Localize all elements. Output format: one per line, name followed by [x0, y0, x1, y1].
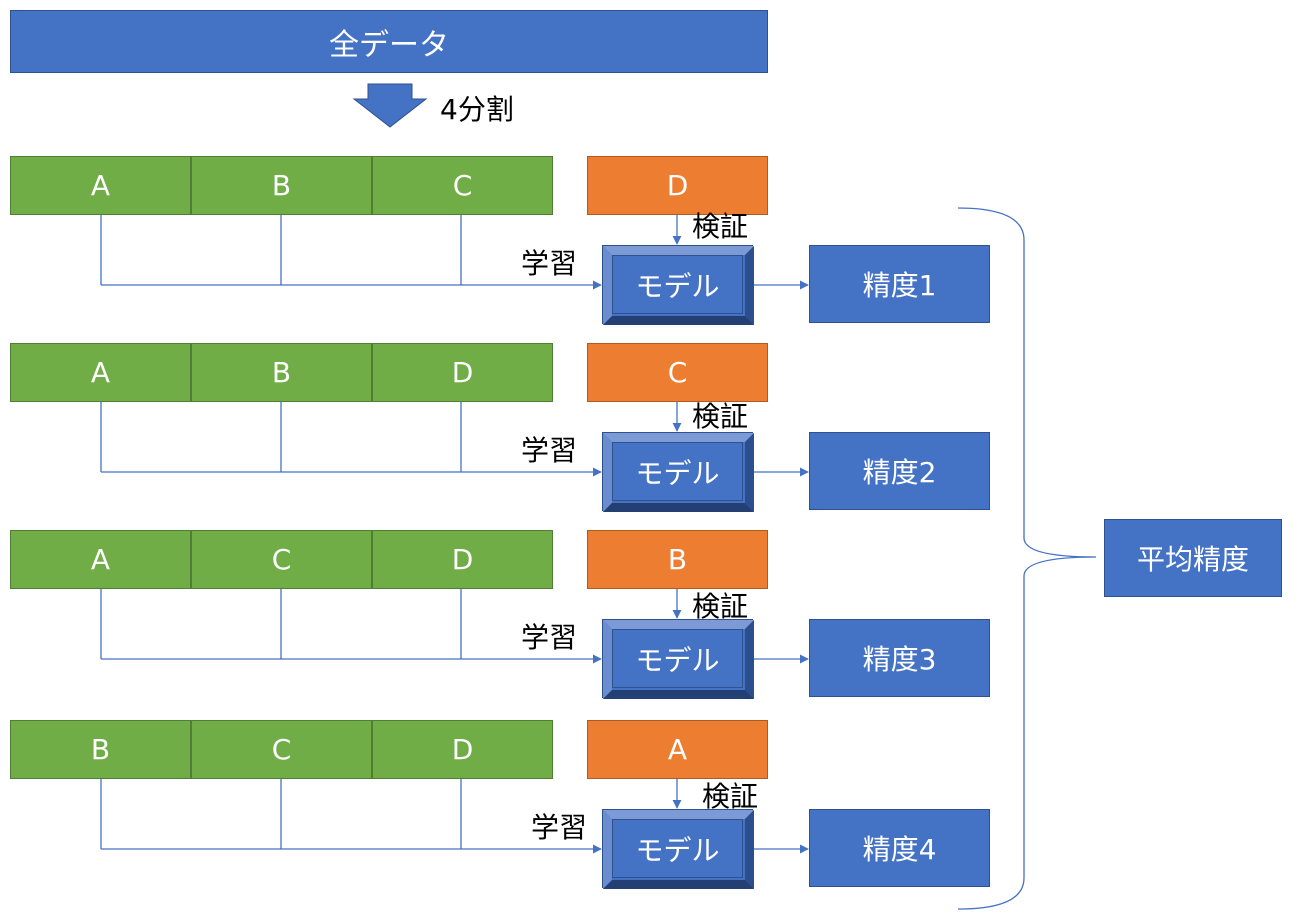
- model-box: モデル: [602, 809, 754, 889]
- right-brace: [957, 207, 1097, 910]
- bevel-frame: [603, 620, 754, 699]
- model-label: モデル: [612, 819, 743, 878]
- train-label: 学習: [521, 621, 578, 654]
- accuracy-box: 精度4: [809, 809, 990, 887]
- validate-label: 検証: [692, 210, 749, 243]
- model-label: モデル: [612, 442, 743, 501]
- validate-label: 検証: [702, 780, 759, 813]
- validation-segment: B: [587, 530, 768, 589]
- train-segment: A: [10, 530, 191, 589]
- bevel-frame: [603, 433, 754, 512]
- model-label: モデル: [612, 629, 743, 688]
- average-accuracy-box: 平均精度: [1104, 519, 1282, 597]
- split-arrow-icon: [352, 83, 428, 128]
- train-segment: D: [372, 720, 553, 779]
- validate-label: 検証: [692, 400, 749, 433]
- split-label: 4分割: [440, 93, 514, 126]
- bevel-frame: [603, 810, 754, 889]
- accuracy-box: 精度2: [809, 432, 990, 510]
- validate-label: 検証: [692, 590, 749, 623]
- bevel-frame: [603, 246, 754, 325]
- train-segment: B: [191, 156, 372, 215]
- train-segment: C: [191, 530, 372, 589]
- train-label: 学習: [521, 247, 578, 280]
- train-segment: D: [372, 343, 553, 402]
- train-segment: C: [191, 720, 372, 779]
- train-segment: C: [372, 156, 553, 215]
- accuracy-box: 精度3: [809, 619, 990, 697]
- model-box: モデル: [602, 432, 754, 512]
- train-segment: D: [372, 530, 553, 589]
- train-label: 学習: [531, 811, 588, 844]
- all-data-box: 全データ: [10, 10, 768, 73]
- accuracy-box: 精度1: [809, 245, 990, 323]
- model-box: モデル: [602, 245, 754, 325]
- model-label: モデル: [612, 255, 743, 314]
- validation-segment: A: [587, 720, 768, 779]
- train-label: 学習: [521, 434, 578, 467]
- train-segment: B: [191, 343, 372, 402]
- train-segment: B: [10, 720, 191, 779]
- validation-segment: C: [587, 343, 768, 402]
- model-box: モデル: [602, 619, 754, 699]
- train-segment: A: [10, 343, 191, 402]
- train-segment: A: [10, 156, 191, 215]
- validation-segment: D: [587, 156, 768, 215]
